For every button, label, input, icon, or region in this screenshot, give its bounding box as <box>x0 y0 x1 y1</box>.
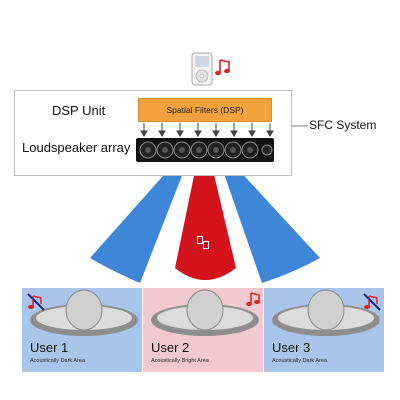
person-icon <box>151 289 259 336</box>
right-dark-beam <box>222 168 320 283</box>
dsp-unit-label: DSP Unit <box>52 103 106 118</box>
user-panel-2: User 2 Acoustically Bright Area <box>143 288 263 372</box>
loudspeaker-array <box>136 138 274 162</box>
user-panel-3: User 3 Acoustically Dark Area <box>264 288 384 372</box>
user-area-label: Acoustically Dark Area <box>272 358 328 364</box>
muted-note-icon <box>363 293 381 311</box>
user-name: User 2 <box>151 340 190 355</box>
system-connector <box>292 125 308 127</box>
user-area-label: Acoustically Bright Area <box>151 358 209 364</box>
user-area-label: Acoustically Dark Area <box>30 358 86 364</box>
system-label: SFC System <box>309 118 377 132</box>
filter-arrows <box>140 123 274 137</box>
spatial-filters-box: Spatial Filters (DSP) <box>138 98 272 122</box>
music-player-icon <box>191 52 213 86</box>
user-panel-1: User 1 Acoustically Dark Area <box>22 288 142 372</box>
person-icon <box>30 289 138 336</box>
muted-note-icon <box>27 293 45 311</box>
loudspeaker-label: Loudspeaker array <box>22 140 131 155</box>
music-note-icon <box>246 292 260 306</box>
user-name: User 1 <box>30 340 69 355</box>
left-dark-beam <box>90 168 185 283</box>
beam-note-icon <box>197 236 209 249</box>
center-bright-beam <box>175 166 236 280</box>
user-name: User 3 <box>272 340 311 355</box>
music-note-icon <box>214 58 232 85</box>
person-icon <box>272 289 380 336</box>
spatial-filters-label: Spatial Filters (DSP) <box>166 105 244 115</box>
